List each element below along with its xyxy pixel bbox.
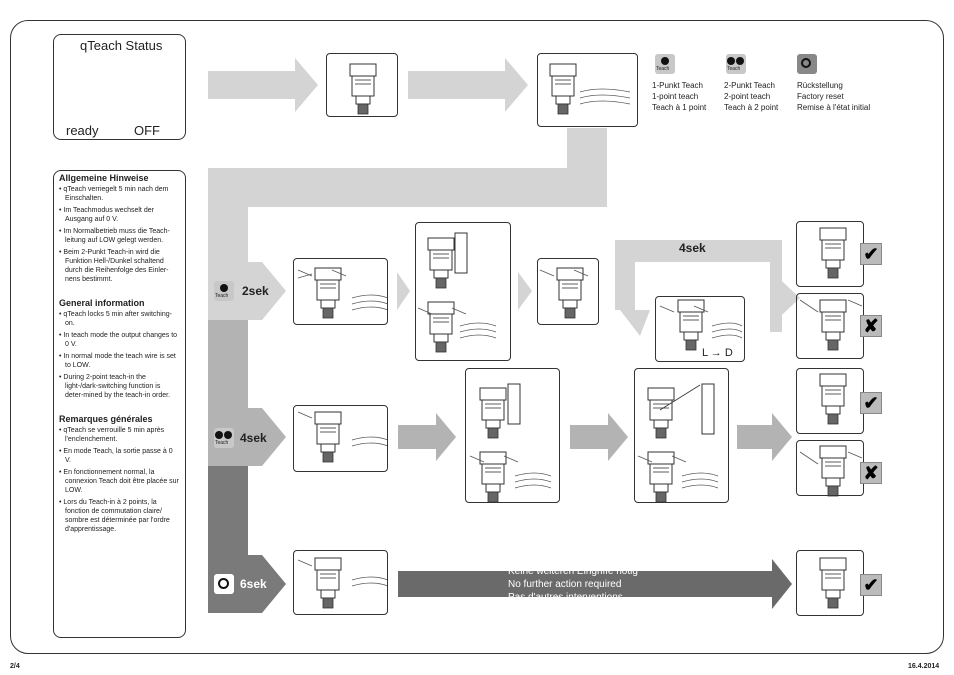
row1-step-4 <box>655 296 745 362</box>
step-box-2 <box>537 53 638 127</box>
arrow-r2-a <box>398 413 456 461</box>
row3-time: 6sek <box>240 577 267 591</box>
no-further-action-note: Keine weiteren Eingriffe nötig No furthe… <box>508 566 638 603</box>
row1-teach-icon: Teach <box>214 281 234 301</box>
status-ready: ready <box>66 123 99 138</box>
status-title: qTeach Status <box>80 38 163 53</box>
row2-teach-icon: Teach <box>214 428 234 448</box>
teach-1point-icon: Teach <box>655 54 675 74</box>
loop-time: 4sek <box>679 241 706 255</box>
status-off: OFF <box>134 123 160 138</box>
teach-2point-icon: Teach <box>726 54 746 74</box>
doc-date: 16.4.2014 <box>908 663 940 670</box>
checkmark-icon: ✔ <box>860 574 882 596</box>
arrow-r1-a <box>397 272 410 310</box>
arrow-r2-b <box>570 413 628 461</box>
row3-reset-icon <box>214 574 234 594</box>
row2-step-2 <box>465 368 560 503</box>
notes-de: Allgemeine Hinweise qTeach verriegelt 5 … <box>59 173 180 284</box>
row1-step-1 <box>293 258 388 325</box>
arrow-r1-b <box>518 272 532 310</box>
page-number: 2/4 <box>10 663 20 670</box>
row2-time: 4sek <box>240 431 267 445</box>
page-frame <box>10 20 944 654</box>
result-box-4 <box>796 440 864 496</box>
checkmark-icon: ✔ <box>860 392 882 414</box>
step-box-1 <box>326 53 398 117</box>
cross-icon: ✘ <box>860 315 882 337</box>
notes-en: General information qTeach locks 5 min a… <box>59 298 180 400</box>
qteach-status-panel: qTeach Status ready OFF <box>53 34 186 140</box>
general-notes: Allgemeine Hinweise qTeach verriegelt 5 … <box>53 170 186 638</box>
arrow-r2-c <box>737 413 792 461</box>
row1-time: 2sek <box>242 284 269 298</box>
power-reset-icon <box>797 54 817 74</box>
row2-step-3 <box>634 368 729 503</box>
arrow-r3 <box>398 559 792 609</box>
loop-band <box>615 240 782 336</box>
flow-band <box>208 128 607 320</box>
row1-step-2 <box>415 222 511 361</box>
checkmark-icon: ✔ <box>860 243 882 265</box>
arrow-r1-c <box>770 270 800 326</box>
row1-step-3 <box>537 258 599 325</box>
notes-fr: Remarques générales qTeach se verrouille… <box>59 414 180 534</box>
result-box-3 <box>796 368 864 434</box>
arrow-top-2 <box>408 58 528 112</box>
loop-direction: L → D <box>702 347 733 359</box>
result-box-2 <box>796 293 864 359</box>
row3-step-1 <box>293 550 388 615</box>
arrow-top-1 <box>208 58 318 112</box>
result-box-1 <box>796 221 864 287</box>
cross-icon: ✘ <box>860 462 882 484</box>
result-box-5 <box>796 550 864 616</box>
row2-step-1 <box>293 405 388 472</box>
